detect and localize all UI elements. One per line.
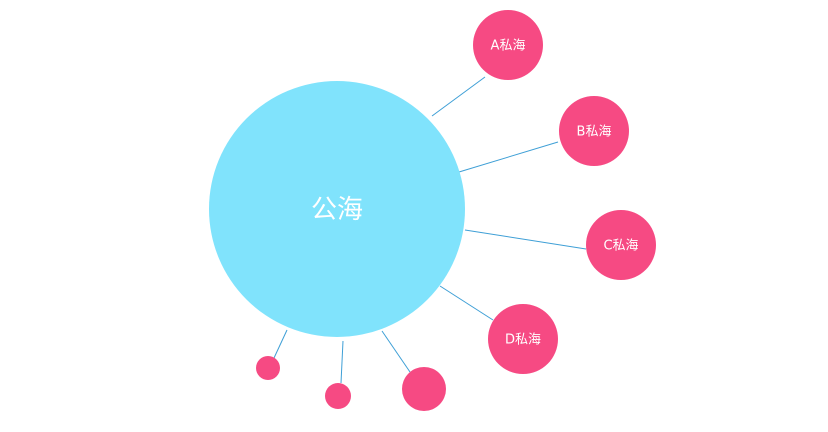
edge-f: [340, 340, 344, 384]
node-f[interactable]: [325, 383, 351, 409]
edge-d: [439, 285, 494, 321]
center-circle[interactable]: [209, 81, 465, 337]
node-b[interactable]: B私海: [559, 96, 629, 166]
node-circle-b[interactable]: [559, 96, 629, 166]
edge-b: [458, 141, 559, 173]
node-label-c: C私海: [603, 239, 638, 254]
edge-a: [431, 76, 486, 117]
edge-g: [381, 330, 411, 373]
node-a[interactable]: A私海: [473, 10, 543, 80]
center-label: 公海: [311, 195, 363, 225]
node-circle-g[interactable]: [402, 367, 446, 411]
node-circle-c[interactable]: [586, 210, 656, 280]
node-circle-f[interactable]: [325, 383, 351, 409]
node-circle-a[interactable]: [473, 10, 543, 80]
node-g[interactable]: [402, 367, 446, 411]
node-c[interactable]: C私海: [586, 210, 656, 280]
node-d[interactable]: D私海: [488, 304, 558, 374]
node-e[interactable]: [256, 356, 280, 380]
center-node[interactable]: 公海: [209, 81, 465, 337]
node-label-d: D私海: [505, 333, 541, 348]
node-label-a: A私海: [491, 39, 526, 54]
node-label-b: B私海: [577, 125, 612, 140]
node-circle-d[interactable]: [488, 304, 558, 374]
nodes-layer: A私海 B私海 C私海 D私海: [256, 10, 656, 411]
edge-e: [273, 329, 288, 359]
edge-c: [464, 229, 587, 250]
edges-layer: [273, 76, 587, 384]
node-circle-e[interactable]: [256, 356, 280, 380]
